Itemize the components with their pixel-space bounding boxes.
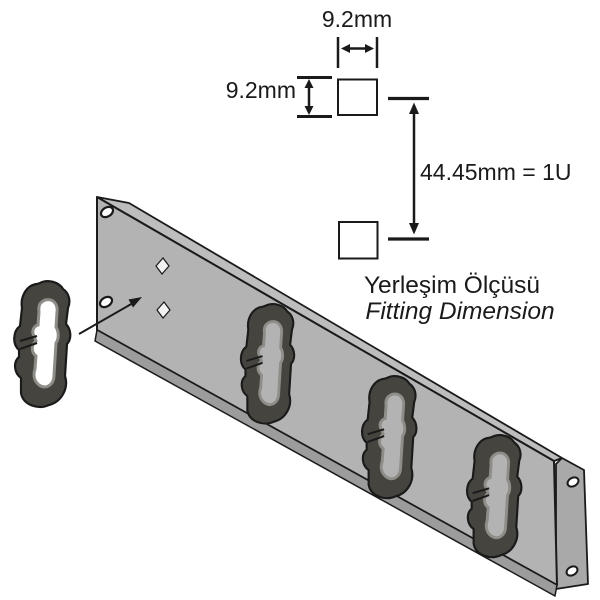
rack-panel-drawing	[78, 196, 589, 597]
caption-english: Fitting Dimension	[365, 298, 554, 325]
height-dimension-label: 9.2mm	[226, 77, 296, 103]
panel-front-face	[96, 196, 558, 586]
square-slot-lower	[156, 301, 171, 319]
mounting-hole-top-right	[566, 476, 580, 488]
mounting-hole-top-left	[99, 205, 115, 219]
square-slot-upper	[155, 257, 170, 275]
mounting-hole-bottom-right	[565, 565, 579, 577]
reference-square-top	[337, 78, 378, 116]
cable-ring-detached	[12, 279, 72, 409]
pointer-arrow	[78, 297, 142, 335]
height-dimension	[297, 76, 332, 118]
panel-bottom-hem	[94, 329, 558, 597]
width-dimension-label: 9.2mm	[322, 6, 392, 32]
mounting-hole-bottom-left	[98, 295, 114, 309]
dimension-diagram	[297, 37, 429, 260]
caption-turkish: Yerleşim Ölçüsü	[364, 272, 540, 299]
unit-height-dimension	[388, 96, 429, 241]
width-dimension	[336, 37, 379, 68]
diagram-labels: 9.2mm 9.2mm 44.45mm = 1U Yerleşim Ölçüsü…	[226, 6, 572, 325]
unit-dimension-label: 44.45mm = 1U	[420, 159, 572, 185]
panel-right-ear	[555, 457, 589, 590]
reference-square-bottom	[338, 221, 379, 260]
